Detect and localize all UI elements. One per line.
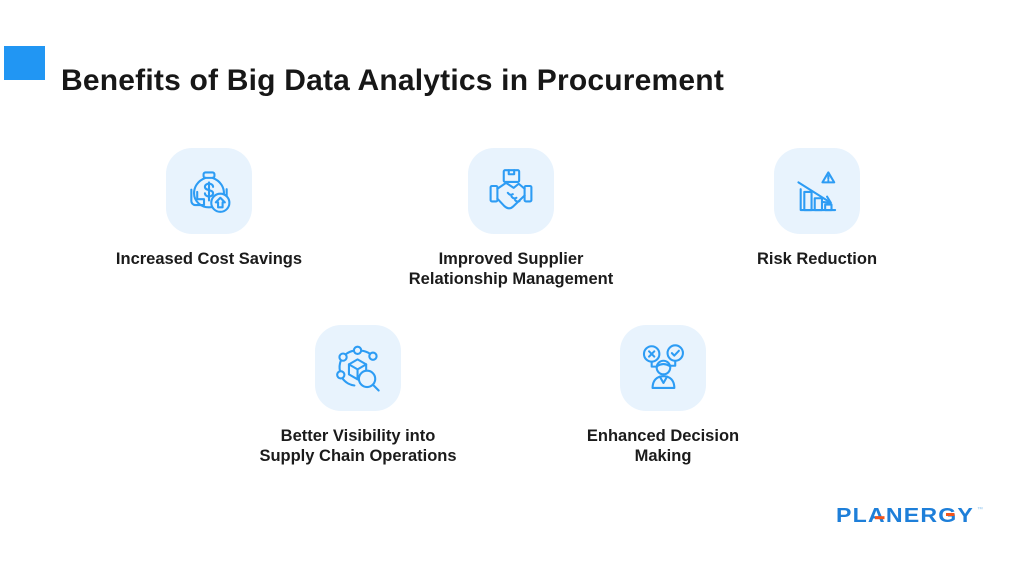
benefit-label: Improved Supplier Relationship Managemen… (408, 250, 614, 288)
planergy-logo: PLANERGY ™ (836, 505, 983, 527)
page-title: Benefits of Big Data Analytics in Procur… (61, 64, 725, 98)
icon-tile (774, 148, 860, 234)
benefit-item-cost-savings: Increased Cost Savings (69, 148, 349, 269)
benefit-label: Increased Cost Savings (115, 250, 303, 268)
benefit-item-supplier-relationship: Improved Supplier Relationship Managemen… (371, 148, 651, 289)
trademark-symbol: ™ (977, 506, 983, 513)
planergy-logo-text: PLANERGY (836, 505, 974, 527)
money-bag-hands-up-arrow-icon (190, 171, 231, 213)
benefit-label: Enhanced Decision Making (586, 427, 740, 465)
logo-a-crossbar-accent (875, 516, 885, 520)
benefit-item-risk-reduction: Risk Reduction (677, 148, 957, 269)
benefit-item-decision-making: Enhanced Decision Making (523, 325, 803, 466)
icon-tile (620, 325, 706, 411)
benefit-label: Better Visibility into Supply Chain Oper… (259, 427, 457, 465)
logo-g-bar-accent (946, 513, 955, 516)
title-accent-bar (4, 46, 45, 80)
icon-tile (315, 325, 401, 411)
benefit-item-supply-chain-visibility: Better Visibility into Supply Chain Oper… (218, 325, 498, 466)
person-decision-check-x-icon (642, 344, 684, 389)
declining-bar-chart-warning-icon (797, 171, 837, 212)
network-cube-magnifier-icon (336, 345, 380, 392)
handshake-package-icon (489, 169, 533, 210)
benefit-label: Risk Reduction (756, 250, 878, 268)
icon-tile (468, 148, 554, 234)
icon-tile (166, 148, 252, 234)
